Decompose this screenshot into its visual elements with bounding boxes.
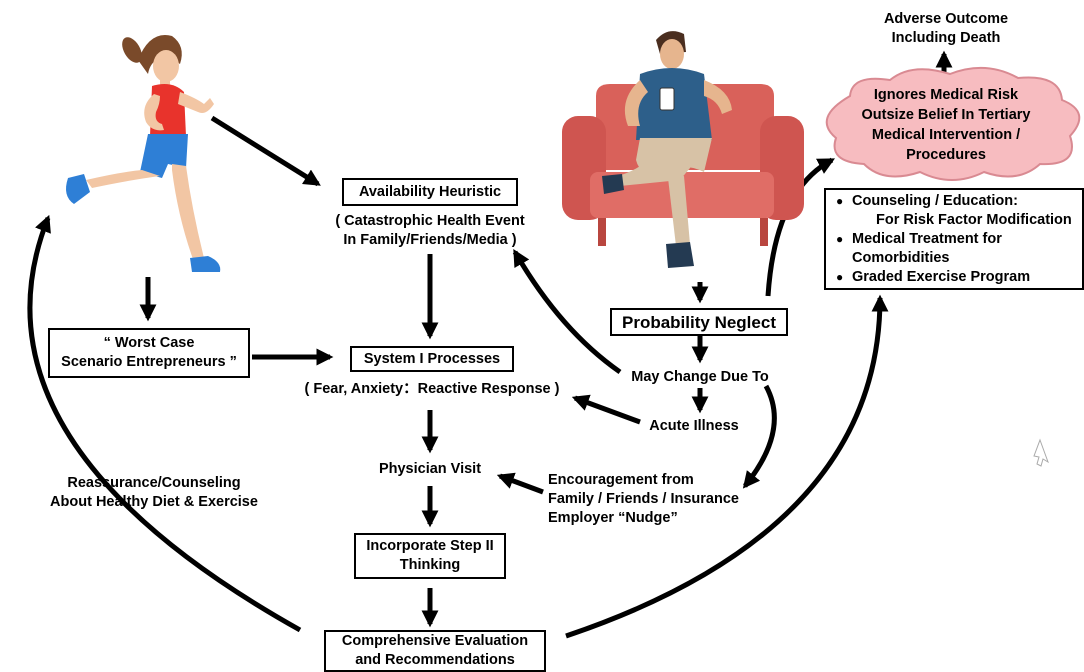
cloud-line-3: Medical Intervention / — [871, 127, 1021, 143]
system-one-sub-text: ( Fear, Anxiety：Reactive Response ) — [304, 381, 560, 397]
availability-sub-line-2: In Family/Friends/Media ) — [343, 232, 517, 248]
encouragement-line-3: Employer “Nudge” — [548, 510, 678, 526]
physician-visit-label: Physician Visit — [368, 460, 492, 479]
may-change-label: May Change Due To — [620, 368, 780, 387]
reassurance-label: Reassurance/Counseling About Healthy Die… — [36, 474, 272, 512]
runner-face — [153, 50, 179, 82]
counseling-education-box: Counseling / Education: For Risk Factor … — [824, 188, 1084, 290]
runner-neck — [160, 78, 170, 88]
arrow-encouragement-to-physician — [496, 472, 544, 495]
adverse-outcome-line-2: Including Death — [891, 30, 1001, 46]
probability-neglect-box: Probability Neglect — [610, 308, 788, 336]
runner-leg-back — [86, 170, 160, 188]
reassurance-line-1: Reassurance/Counseling — [67, 475, 241, 491]
probability-neglect-title: Probability Neglect — [622, 312, 776, 332]
cloud-line-2: Outsize Belief In Tertiary — [861, 107, 1031, 123]
worst-case-line-2: Scenario Entrepreneurs ” — [61, 354, 237, 370]
arrow-may-change-to-encouragement — [742, 384, 777, 489]
acute-illness-text: Acute Illness — [649, 418, 739, 434]
runner-shoe-back — [66, 174, 90, 204]
ignores-medical-risk-cloud: Ignores Medical Risk Outsize Belief In T… — [846, 85, 1046, 165]
availability-heuristic-box: Availability Heuristic — [342, 178, 518, 206]
counseling-item-1-cont: For Risk Factor Modification — [876, 211, 1072, 228]
counseling-item-2-cont: Comorbidities — [852, 249, 950, 266]
reassurance-line-2: About Healthy Diet & Exercise — [50, 494, 258, 510]
may-change-text: May Change Due To — [631, 369, 769, 385]
step-two-line-2: Thinking — [399, 557, 461, 573]
sofa-leg-right — [760, 218, 768, 246]
availability-heuristic-subtitle: ( Catastrophic Health Event In Family/Fr… — [320, 212, 540, 250]
man-figure — [602, 31, 732, 268]
runner-arm-back — [144, 94, 164, 131]
system-one-title: System I Processes — [363, 350, 501, 367]
comprehensive-evaluation-box: Comprehensive Evaluation and Recommendat… — [324, 630, 546, 672]
counseling-item-3-main: Graded Exercise Program — [852, 268, 1031, 285]
adverse-outcome-line-1: Adverse Outcome — [883, 11, 1009, 27]
physician-visit-text: Physician Visit — [378, 461, 482, 477]
cloud-line-1: Ignores Medical Risk — [873, 87, 1019, 103]
comprehensive-line-2: and Recommendations — [355, 652, 515, 668]
arrow-acute-to-system1 — [571, 394, 641, 425]
system-one-processes-box: System I Processes — [350, 346, 514, 372]
runner-shorts — [140, 134, 188, 178]
encouragement-line-1: Encouragement from — [548, 472, 694, 488]
step-two-line-1: Incorporate Step II — [366, 538, 494, 554]
runner-leg-front — [172, 164, 204, 262]
arrow-comprehensive-to-runner — [27, 214, 302, 633]
acute-illness-label: Acute Illness — [642, 417, 746, 436]
encouragement-label: Encouragement from Family / Friends / In… — [548, 471, 758, 528]
comprehensive-line-1: Comprehensive Evaluation — [341, 633, 529, 649]
arrow-runner-to-availability — [210, 115, 321, 187]
worst-case-line-1: “ Worst Case — [103, 335, 195, 351]
cloud-line-4: Procedures — [906, 147, 986, 163]
counseling-item-2-main: Medical Treatment for — [852, 230, 1002, 247]
arrow-comprehensive-to-counseling — [565, 294, 889, 639]
adverse-outcome-label: Adverse Outcome Including Death — [864, 10, 1028, 48]
system-one-subtitle: ( Fear, Anxiety：Reactive Response ) — [290, 380, 574, 399]
runner-arm-front — [178, 92, 214, 113]
counseling-list: Counseling / Education: For Risk Factor … — [832, 192, 1076, 287]
runner-shoe-front — [190, 256, 221, 272]
sofa-leg-left — [598, 218, 606, 246]
arrow-may-change-to-availability — [512, 249, 622, 375]
availability-heuristic-title: Availability Heuristic — [358, 183, 502, 200]
encouragement-line-2: Family / Friends / Insurance — [548, 491, 739, 507]
incorporate-step-two-box: Incorporate Step II Thinking — [354, 533, 506, 579]
counseling-item-1: Counseling / Education: For Risk Factor … — [832, 192, 1076, 230]
counseling-item-2: Medical Treatment for Comorbidities — [832, 230, 1076, 268]
worst-case-scenario-box: “ Worst Case Scenario Entrepreneurs ” — [48, 328, 250, 378]
availability-sub-line-1: ( Catastrophic Health Event — [335, 213, 525, 229]
counseling-item-3: Graded Exercise Program — [832, 268, 1076, 287]
counseling-item-1-main: Counseling / Education: — [852, 192, 1018, 209]
